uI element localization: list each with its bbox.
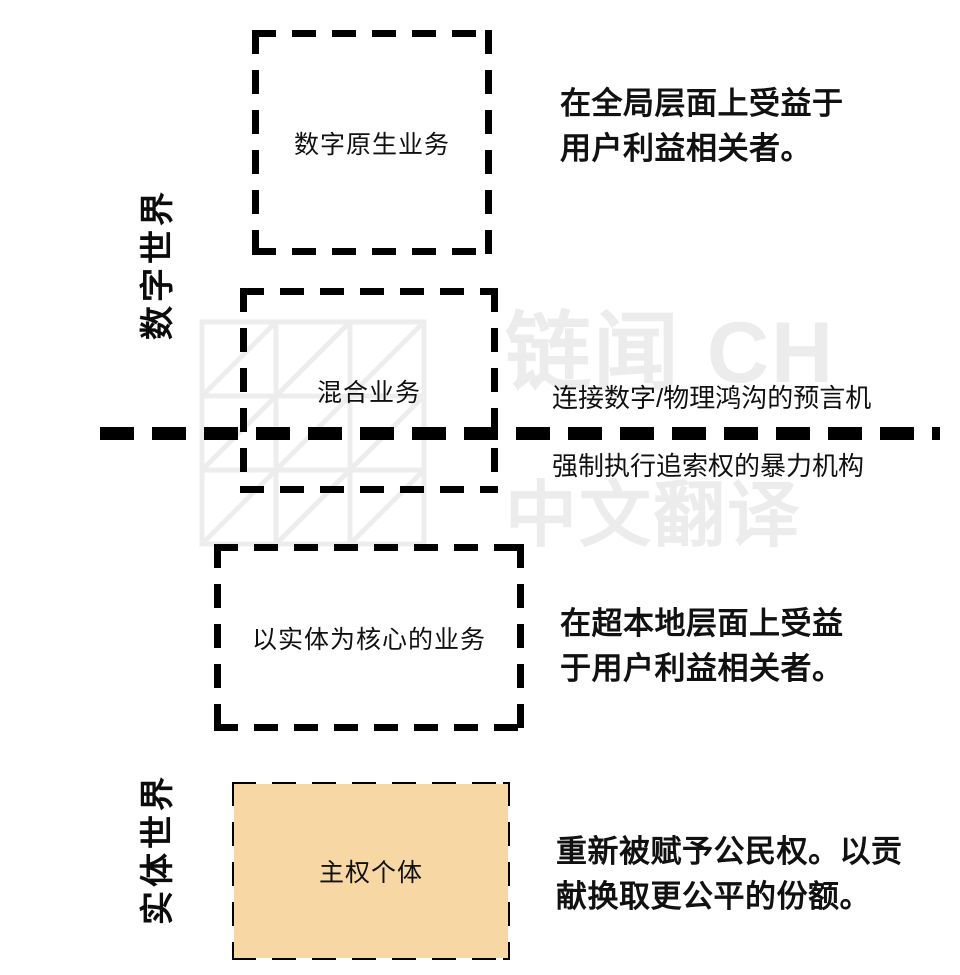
watermark-text-bottom: 中文翻译 [505, 476, 802, 556]
description-global-stakeholders: 在全局层面上受益于 用户利益相关者。 [560, 86, 844, 166]
box-sovereign-individual[interactable]: 主权个体 [232, 782, 510, 960]
description-sovereign-citizenship: 重新被赋予公民权。以贡 献换取更公平的份额。 [556, 834, 903, 914]
box-entity-centric-business[interactable]: 以实体为核心的业务 [214, 544, 524, 731]
axis-label-physical-world: 实体世界 [139, 773, 177, 925]
description-violence-enforcement: 强制执行追索权的暴力机构 [552, 451, 865, 481]
box-fill [234, 784, 508, 958]
description-hyperlocal-stakeholders: 在超本地层面上受益 于用户利益相关者。 [560, 606, 844, 686]
box-hybrid-business[interactable]: 混合业务 [240, 288, 498, 493]
world-divider-line [100, 427, 940, 440]
box-label: 数字原生业务 [293, 130, 450, 159]
axis-label-digital-world: 数字世界 [139, 188, 177, 340]
box-label: 混合业务 [316, 378, 421, 407]
box-digital-native-business[interactable]: 数字原生业务 [252, 30, 492, 255]
box-label: 以实体为核心的业务 [251, 625, 486, 654]
description-oracle: 连接数字/物理鸿沟的预言机 [552, 383, 872, 413]
box-label: 主权个体 [318, 859, 423, 887]
